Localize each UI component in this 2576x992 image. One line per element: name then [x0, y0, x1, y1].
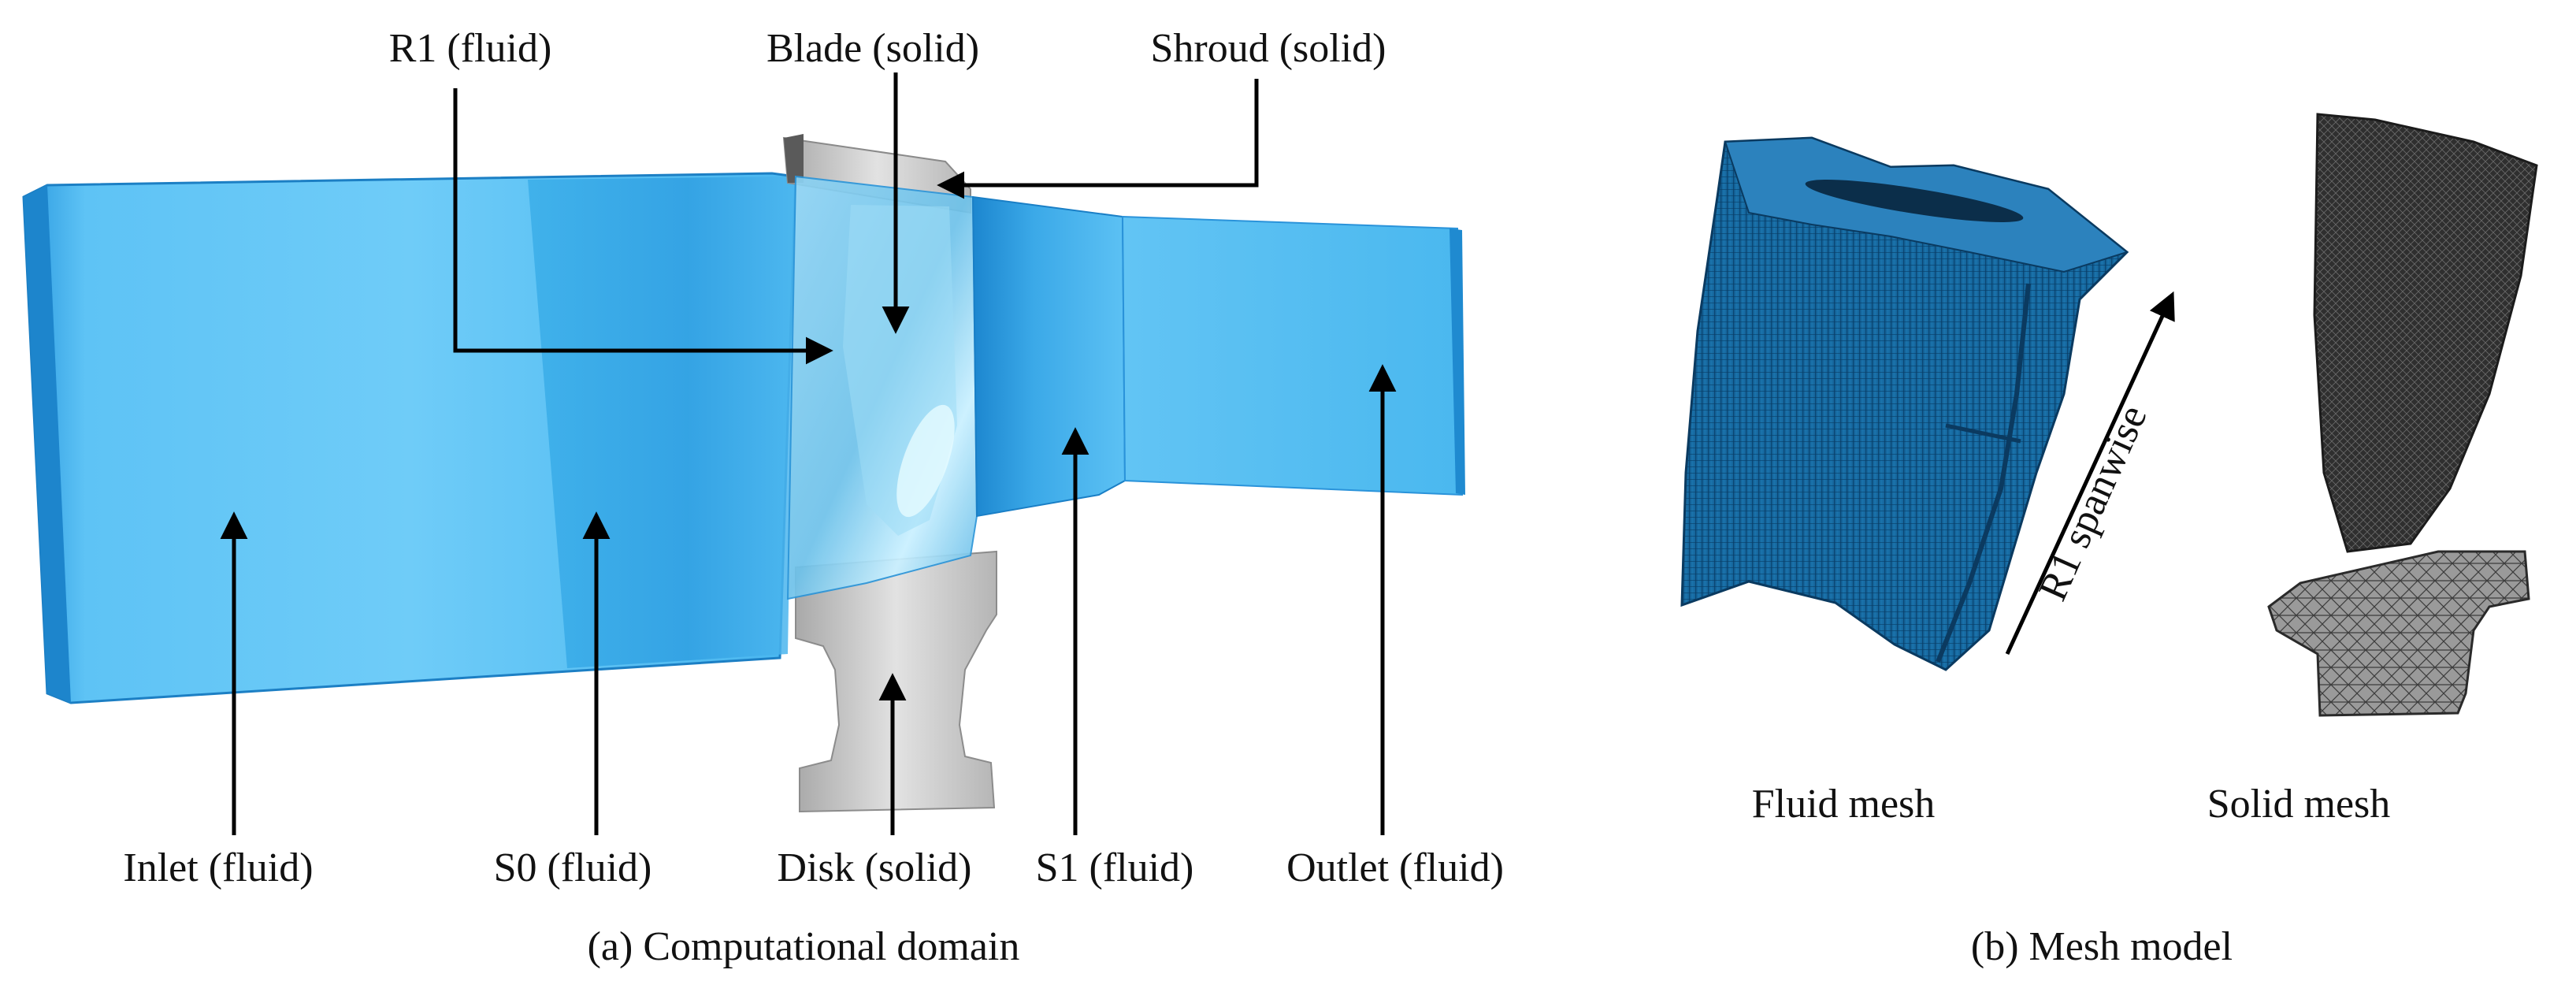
computational-domain: [22, 134, 1465, 813]
blade-specular: [896, 404, 955, 518]
fluid-mesh-model: [1680, 136, 2129, 671]
domain-labels: R1 (fluid) Blade (solid) Shroud (solid) …: [123, 26, 1503, 890]
s1-domain: [971, 195, 1127, 518]
solid-platform-mesh: [2267, 550, 2530, 717]
caption-b: (b) Mesh model: [1971, 924, 2233, 969]
spanwise-arrow: [2005, 291, 2175, 656]
outlet-domain: [1121, 215, 1464, 496]
label-outlet: Outlet (fluid): [1286, 845, 1504, 890]
label-s0: S0 (fluid): [494, 845, 652, 890]
mesh-seam: [1936, 283, 2031, 663]
mesh-seam-mid: [1945, 423, 2021, 444]
caption-a: (a) Computational domain: [588, 924, 1020, 969]
label-solid-mesh: Solid mesh: [2207, 782, 2391, 827]
solid-mesh-model: [2267, 113, 2538, 717]
outlet-face: [1449, 228, 1465, 495]
label-s1: S1 (fluid): [1036, 845, 1194, 890]
label-r1: R1 (fluid): [389, 26, 552, 71]
blade-slot: [1805, 179, 2024, 223]
label-inlet: Inlet (fluid): [123, 845, 313, 890]
solid-blade-mesh: [2313, 113, 2538, 553]
label-fluid-mesh: Fluid mesh: [1752, 782, 1936, 827]
label-shroud: Shroud (solid): [1151, 26, 1386, 71]
label-blade: Blade (solid): [766, 26, 979, 71]
s0-domain: [528, 176, 796, 668]
inlet-face: [24, 185, 71, 703]
shroud-side: [784, 134, 804, 183]
label-disk: Disk (solid): [778, 845, 972, 890]
label-arrows: [220, 72, 1397, 835]
